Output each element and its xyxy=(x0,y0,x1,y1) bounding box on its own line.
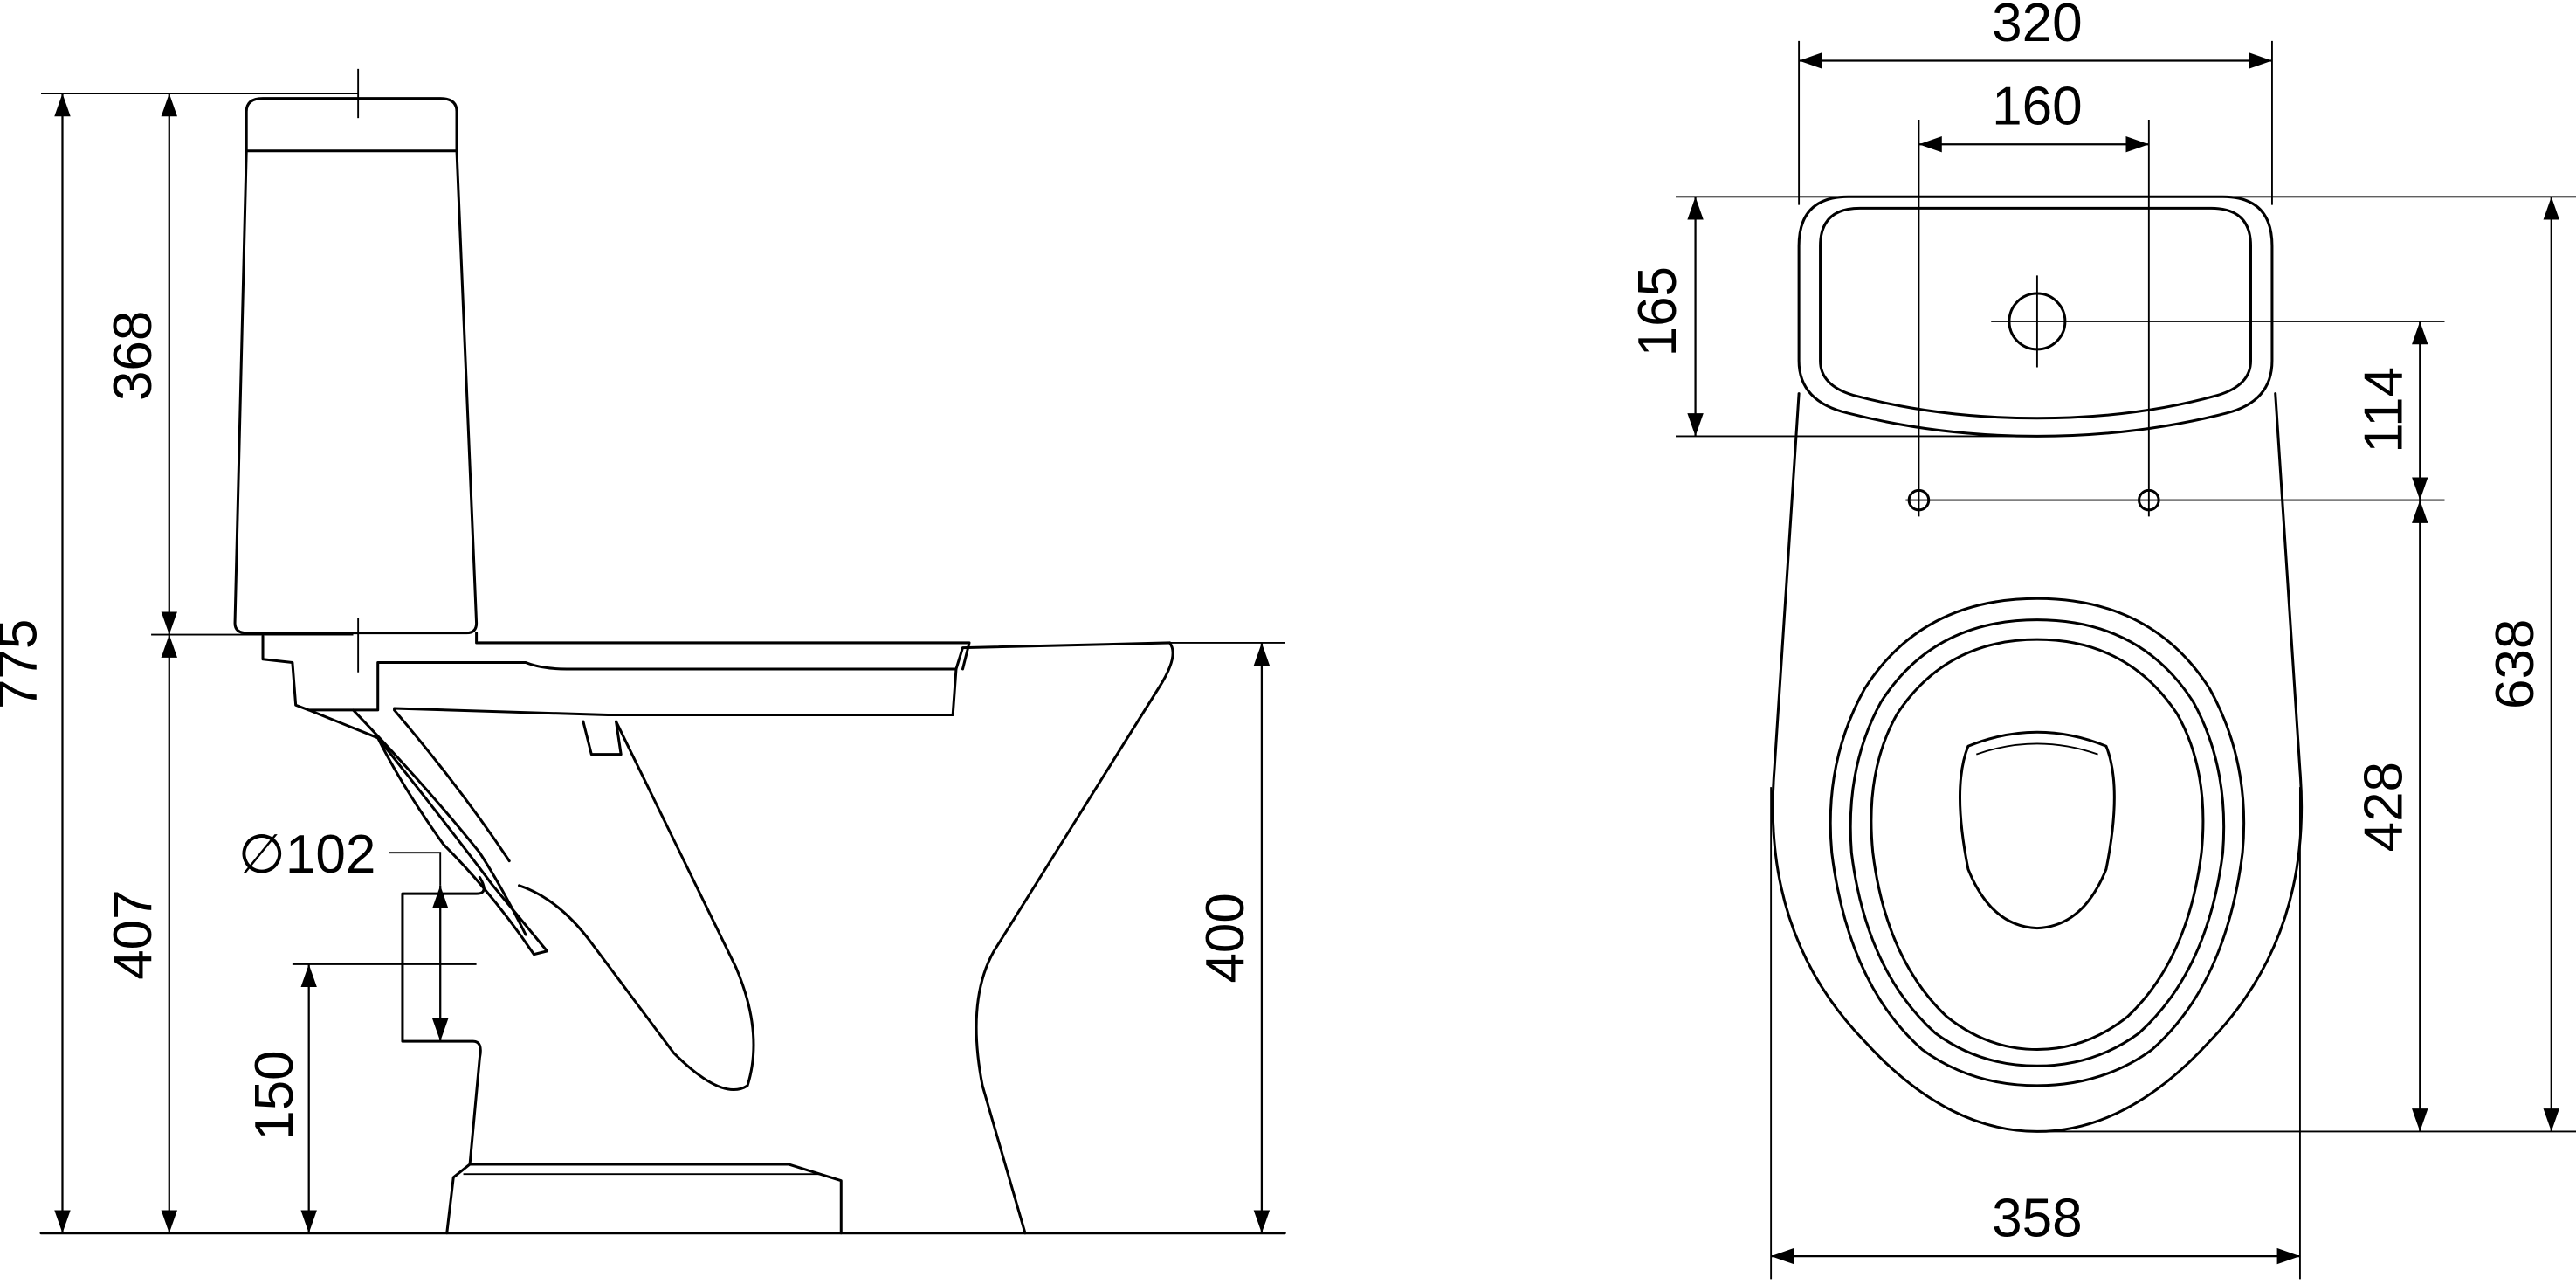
seat xyxy=(261,634,958,717)
tank-inner xyxy=(1819,206,2252,420)
dim-outlet-height: 150 xyxy=(245,1050,305,1140)
dim-fixing-spacing: 160 xyxy=(1992,77,2083,137)
bowl-interior xyxy=(518,720,755,1091)
dim-bowl-height: 407 xyxy=(103,889,163,979)
dim-tank-height: 368 xyxy=(103,311,163,401)
tank-lid xyxy=(245,97,458,153)
dim-hole-to-fixing: 114 xyxy=(2354,367,2414,453)
dim-rim-height: 400 xyxy=(1195,893,1256,983)
dim-tank-width: 320 xyxy=(1992,0,2083,53)
top-view: 320 160 165 114 428 638 358 xyxy=(1628,0,2576,1280)
dim-total-height: 775 xyxy=(0,619,48,709)
bowl-top-outline xyxy=(1771,392,2304,1133)
bowl-outline xyxy=(975,641,1174,1235)
dim-bowl-width: 358 xyxy=(1992,1189,2083,1249)
dim-outlet-diameter: ∅102 xyxy=(238,825,376,885)
dim-tank-depth: 165 xyxy=(1628,266,1688,356)
base xyxy=(445,1163,843,1235)
dim-total-depth: 638 xyxy=(2485,619,2545,709)
outlet-pipe xyxy=(401,875,486,1166)
tank-body xyxy=(233,149,479,635)
side-view: 775 368 407 150 400 ∅102 xyxy=(0,68,1286,1235)
dim-fixing-to-front: 428 xyxy=(2354,762,2414,852)
seat-inner xyxy=(1870,638,2205,1052)
seat-outer xyxy=(1829,597,2246,1087)
bowl-opening xyxy=(1959,730,2116,930)
